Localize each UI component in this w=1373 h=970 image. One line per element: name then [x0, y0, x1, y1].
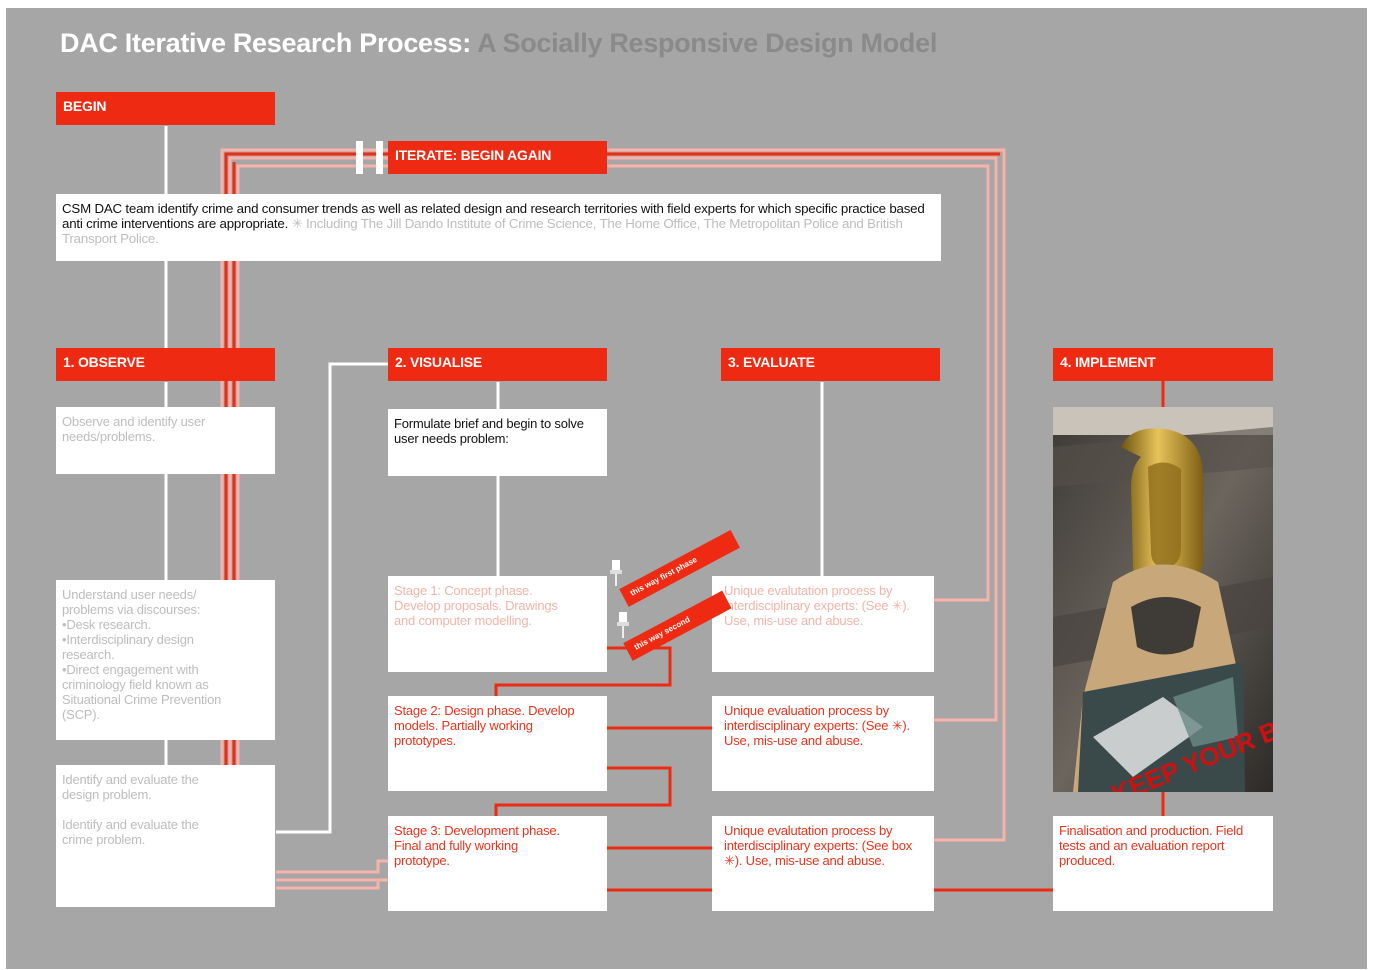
- observe-list-item: •Interdisciplinary design research.: [62, 632, 194, 662]
- evaluation-box-1: Unique evalutation process by interdisci…: [712, 576, 934, 672]
- stage-3-box: Stage 3: Development phase. Final and fu…: [388, 816, 607, 911]
- evaluation-box-2: Unique evaluation process by interdiscip…: [712, 696, 934, 791]
- implement-final-box: Finalisation and production. Field tests…: [1053, 816, 1273, 911]
- observe-box-2: Understand user needs/ problems via disc…: [56, 580, 275, 740]
- observe-box-3: Identify and evaluate the design problem…: [56, 765, 275, 907]
- observe-box-1: Observe and identify user needs/problems…: [56, 407, 275, 474]
- intro-box: CSM DAC team identify crime and consumer…: [56, 194, 941, 261]
- intro-main-text: CSM DAC team identify crime and consumer…: [62, 201, 925, 231]
- diagram-title: DAC Iterative Research Process: A Social…: [60, 28, 937, 59]
- observe-box-2-lead: Understand user needs/ problems via disc…: [62, 587, 201, 617]
- stage-2-box: Stage 2: Design phase. Develop models. P…: [388, 696, 607, 791]
- observe-box-3-crime: Identify and evaluate the crime problem.: [62, 817, 199, 847]
- stage-1-box: Stage 1: Concept phase. Develop proposal…: [388, 576, 607, 672]
- iterate-header: ITERATE: BEGIN AGAIN: [388, 141, 607, 174]
- evaluate-header: 3. EVALUATE: [721, 348, 940, 381]
- visualise-header: 2. VISUALISE: [388, 348, 607, 381]
- observe-box-3-design: Identify and evaluate the design problem…: [62, 772, 199, 802]
- diagram-canvas: DAC Iterative Research Process: A Social…: [6, 8, 1367, 969]
- title-subtitle: A Socially Responsive Design Model: [477, 28, 938, 58]
- implement-header: 4. IMPLEMENT: [1053, 348, 1273, 381]
- visualise-brief-box: Formulate brief and begin to solve user …: [388, 409, 607, 476]
- title-main: DAC Iterative Research Process:: [60, 28, 471, 58]
- observe-list-item: •Direct engagement with criminology fiel…: [62, 662, 222, 722]
- product-photo: KEEP YOUR BAG SAFE!: [1053, 407, 1273, 792]
- pushpin-icon: [610, 560, 622, 586]
- bag-clip-illustration: KEEP YOUR BAG SAFE!: [1053, 407, 1273, 792]
- pushpin-icon: [617, 612, 629, 638]
- observe-list-item: •Desk research.: [62, 617, 151, 632]
- begin-header: BEGIN: [56, 92, 275, 125]
- observe-header: 1. OBSERVE: [56, 348, 275, 381]
- evaluation-box-3: Unique evalutation process by interdisci…: [712, 816, 934, 911]
- intro-note-text: ✳ Including The Jill Dando Institute of …: [62, 216, 903, 246]
